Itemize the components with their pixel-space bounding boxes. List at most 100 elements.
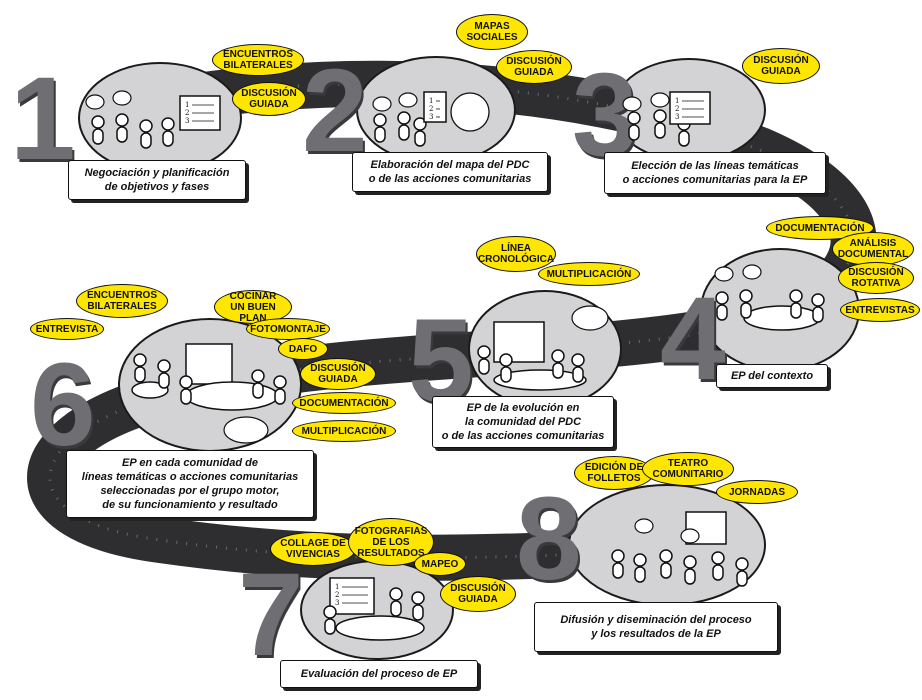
step-8-person-body [660, 562, 672, 579]
step-2-person-body [414, 130, 426, 147]
step-4-person-head [811, 293, 825, 307]
step-8-speech-bubble [634, 518, 654, 534]
step-3-tag-discusion: DISCUSIÓN GUIADA [742, 48, 820, 84]
step-2-whiteboard [423, 91, 447, 123]
step-2-speech-bubble [398, 92, 418, 108]
step-5-person-body [500, 366, 512, 383]
step-1-number: 1 [10, 53, 76, 185]
step-2-whiteboard-line-number: 2 [429, 105, 433, 113]
step-5-person-body [478, 358, 490, 375]
step-3-person-head [653, 109, 667, 123]
step-1-person-head [161, 117, 175, 131]
step-1-tag-encuentros: ENCUENTROS BILATERALES [212, 44, 304, 76]
step-3-person-body [628, 124, 640, 141]
step-2-caption: Elaboración del mapa del PDC o de las ac… [352, 152, 548, 192]
step-7-person-head [411, 591, 425, 605]
step-4-person-body [740, 302, 752, 319]
step-5-person-head [571, 353, 585, 367]
step-7-table [335, 615, 425, 641]
step-4-caption: EP del contexto [716, 364, 828, 388]
step-2-person-body [398, 124, 410, 141]
step-4-person-head [789, 289, 803, 303]
step-3-person-head [627, 111, 641, 125]
step-6-person-head [179, 375, 193, 389]
step-6-person-body [180, 388, 192, 405]
step-6-tag-documentacion: DOCUMENTACIÓN [292, 392, 396, 414]
step-2-whiteboard-line-number: 1 [429, 97, 433, 105]
step-6-small-table [131, 381, 169, 399]
step-2-whiteboard-line-number: 3 [429, 113, 433, 121]
step-7-whiteboard [329, 577, 375, 615]
step-5-person-head [477, 345, 491, 359]
step-6-person-body [134, 366, 146, 383]
step-3-whiteboard [669, 91, 711, 125]
step-2-social-map [450, 92, 490, 132]
step-4-number: 4 [660, 273, 726, 405]
step-8-number: 8 [516, 473, 582, 605]
step-8-scene-bubble [568, 484, 766, 606]
step-6-caption: EP en cada comunidad de líneas temáticas… [66, 450, 314, 518]
step-1-caption: Negociación y planificación de objetivos… [68, 160, 246, 200]
step-8-person-head [611, 549, 625, 563]
step-1-speech-bubble [85, 94, 105, 110]
step-4-speech-bubble [742, 264, 762, 280]
step-6-tag-multiplicacion: MULTIPLICACIÓN [292, 420, 396, 442]
step-7-tag-discusion: DISCUSIÓN GUIADA [440, 576, 516, 612]
step-6-person-head [273, 375, 287, 389]
step-5-person-head [499, 353, 513, 367]
step-8-person-body [684, 568, 696, 585]
step-4-tag-analisis: ANÁLISIS DOCUMENTAL [832, 232, 914, 266]
step-4-tag-documentacion: DOCUMENTACIÓN [766, 216, 874, 240]
step-4-table [743, 305, 821, 331]
step-5-person-body [552, 362, 564, 379]
step-1-whiteboard-line-number: 1 [185, 101, 189, 109]
step-6-person-head [133, 353, 147, 367]
step-7-whiteboard-line-number: 3 [335, 599, 339, 607]
step-8-speech-bubble [680, 528, 700, 544]
step-4-person-body [790, 302, 802, 319]
step-5-photo-bubble [571, 305, 609, 331]
step-8-tag-edicion: EDICIÓN DE FOLLETOS [574, 456, 654, 490]
step-8-tag-jornadas: JORNADAS [716, 480, 798, 504]
step-7-number: 7 [238, 549, 304, 681]
step-7-tag-mapeo: MAPEO [414, 552, 466, 576]
step-6-tag-encuentros: ENCUENTROS BILATERALES [76, 284, 168, 318]
step-8-person-body [612, 562, 624, 579]
step-2-person-body [374, 126, 386, 143]
step-1-person-body [162, 130, 174, 147]
step-1-tag-discusion: DISCUSIÓN GUIADA [232, 82, 306, 116]
step-8-person-head [735, 557, 749, 571]
step-8-person-head [633, 553, 647, 567]
step-1-person-body [92, 128, 104, 145]
step-5-person-body [572, 366, 584, 383]
step-6-tag-entrevista: ENTREVISTA [30, 318, 104, 340]
step-7-person-body [324, 618, 336, 635]
step-6-person-head [157, 359, 171, 373]
step-1-person-head [139, 119, 153, 133]
step-1-person-head [91, 115, 105, 129]
step-2-speech-bubble [372, 96, 392, 112]
step-7-tag-collage: COLLAGE DE VIVENCIAS [270, 532, 356, 566]
step-7-person-head [389, 587, 403, 601]
step-6-tag-discusion: DISCUSIÓN GUIADA [300, 358, 376, 390]
step-4-person-body [716, 304, 728, 321]
step-5-tag-linea: LÍNEA CRONOLÓGICA [476, 236, 556, 272]
step-6-photomontage-board [185, 343, 233, 385]
step-7-person-body [390, 600, 402, 617]
step-6-tag-dafo: DAFO [278, 338, 328, 360]
step-2-number: 2 [302, 45, 368, 177]
step-2-person-head [413, 117, 427, 131]
step-1-speech-bubble [112, 90, 132, 106]
step-7-person-head [323, 605, 337, 619]
step-6-photo-bubble [223, 416, 269, 444]
step-4-tag-entrevistas: ENTREVISTAS [840, 298, 920, 322]
step-8-person-body [736, 570, 748, 587]
step-4-tag-discusion-rotativa: DISCUSIÓN ROTATIVA [838, 262, 914, 294]
step-7-caption: Evaluación del proceso de EP [280, 660, 478, 688]
step-3-whiteboard-line-number: 2 [675, 105, 679, 113]
step-7-whiteboard-line-number: 2 [335, 591, 339, 599]
step-5-caption: EP de la evolución en la comunidad del P… [432, 396, 614, 448]
step-8-person-body [712, 564, 724, 581]
step-1-whiteboard-line-number: 3 [185, 117, 189, 125]
step-6-table [185, 381, 279, 411]
